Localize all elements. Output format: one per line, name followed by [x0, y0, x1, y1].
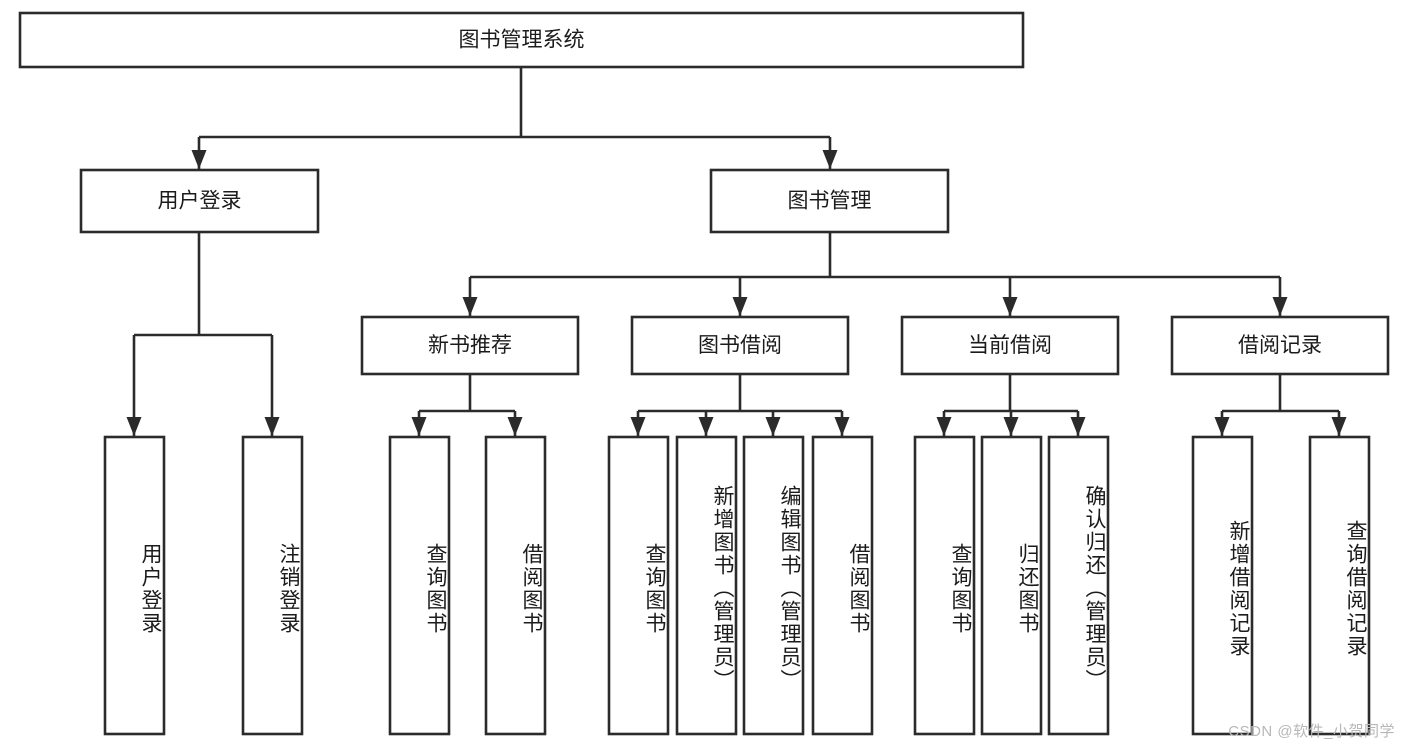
arrow-head-icon — [1002, 297, 1018, 316]
boxes-layer — [18, 11, 1390, 736]
arrow-head-icon — [462, 297, 478, 316]
arrow-head-icon — [936, 417, 952, 436]
arrow-head-icon — [191, 150, 207, 169]
level2-node-label-0: 用户登录 — [158, 190, 242, 213]
arrow-head-icon — [126, 417, 142, 436]
level2-node-rect[interactable] — [79, 168, 320, 234]
leaf-node-rect[interactable] — [1308, 435, 1371, 736]
arrow-head-icon — [1003, 417, 1019, 436]
arrow-head-icon — [264, 417, 280, 436]
leaf-node-rect[interactable] — [103, 435, 166, 736]
leaf-node-9[interactable] — [980, 435, 1043, 736]
leaf-node-8[interactable] — [913, 435, 976, 736]
level3-node-rect[interactable] — [630, 315, 850, 376]
level3-node-label-2: 当前借阅 — [968, 334, 1052, 357]
arrow-head-icon — [411, 417, 427, 436]
level3-node-0[interactable] — [360, 315, 580, 376]
arrow-head-icon — [698, 417, 714, 436]
leaf-node-7[interactable] — [811, 435, 874, 736]
level3-node-3[interactable] — [1170, 315, 1390, 376]
leaf-node-rect[interactable] — [980, 435, 1043, 736]
level3-node-label-1: 图书借阅 — [698, 334, 782, 357]
root-node[interactable] — [18, 11, 1025, 69]
root-node-rect[interactable] — [18, 11, 1025, 69]
watermark: CSDN @软件_小贺同学 — [1228, 723, 1395, 740]
arrow-head-icon — [834, 417, 850, 436]
arrow-head-icon — [822, 150, 838, 169]
leaf-node-rect[interactable] — [811, 435, 874, 736]
level3-node-label-3: 借阅记录 — [1238, 334, 1322, 357]
leaf-node-1[interactable] — [241, 435, 304, 736]
leaf-node-rect[interactable] — [388, 435, 451, 736]
level2-node-0[interactable] — [79, 168, 320, 234]
leaf-node-6[interactable] — [742, 435, 805, 736]
arrow-head-icon — [732, 297, 748, 316]
leaf-node-rect[interactable] — [1191, 435, 1254, 736]
level2-node-label-1: 图书管理 — [788, 190, 872, 213]
leaf-node-rect[interactable] — [742, 435, 805, 736]
level3-node-rect[interactable] — [360, 315, 580, 376]
leaf-node-rect[interactable] — [675, 435, 738, 736]
level2-node-1[interactable] — [709, 168, 950, 234]
leaf-node-rect[interactable] — [913, 435, 976, 736]
leaf-node-12[interactable] — [1308, 435, 1371, 736]
connectors-layer — [126, 67, 1347, 436]
arrow-head-icon — [1331, 417, 1347, 436]
leaf-node-rect[interactable] — [1047, 435, 1110, 736]
level3-node-1[interactable] — [630, 315, 850, 376]
leaf-node-rect[interactable] — [607, 435, 670, 736]
arrow-head-icon — [630, 417, 646, 436]
level2-node-rect[interactable] — [709, 168, 950, 234]
leaf-node-3[interactable] — [484, 435, 547, 736]
level3-node-label-0: 新书推荐 — [428, 334, 512, 357]
root-node-label: 图书管理系统 — [459, 29, 585, 52]
leaf-node-0[interactable] — [103, 435, 166, 736]
leaf-node-rect[interactable] — [241, 435, 304, 736]
arrow-head-icon — [765, 417, 781, 436]
leaf-node-5[interactable] — [675, 435, 738, 736]
leaf-node-2[interactable] — [388, 435, 451, 736]
leaf-node-rect[interactable] — [484, 435, 547, 736]
level3-node-2[interactable] — [900, 315, 1120, 376]
level3-node-rect[interactable] — [1170, 315, 1390, 376]
arrow-head-icon — [507, 417, 523, 436]
arrow-head-icon — [1070, 417, 1086, 436]
leaf-node-11[interactable] — [1191, 435, 1254, 736]
leaf-node-4[interactable] — [607, 435, 670, 736]
arrow-head-icon — [1272, 297, 1288, 316]
arrow-head-icon — [1214, 417, 1230, 436]
level3-node-rect[interactable] — [900, 315, 1120, 376]
leaf-node-10[interactable] — [1047, 435, 1110, 736]
